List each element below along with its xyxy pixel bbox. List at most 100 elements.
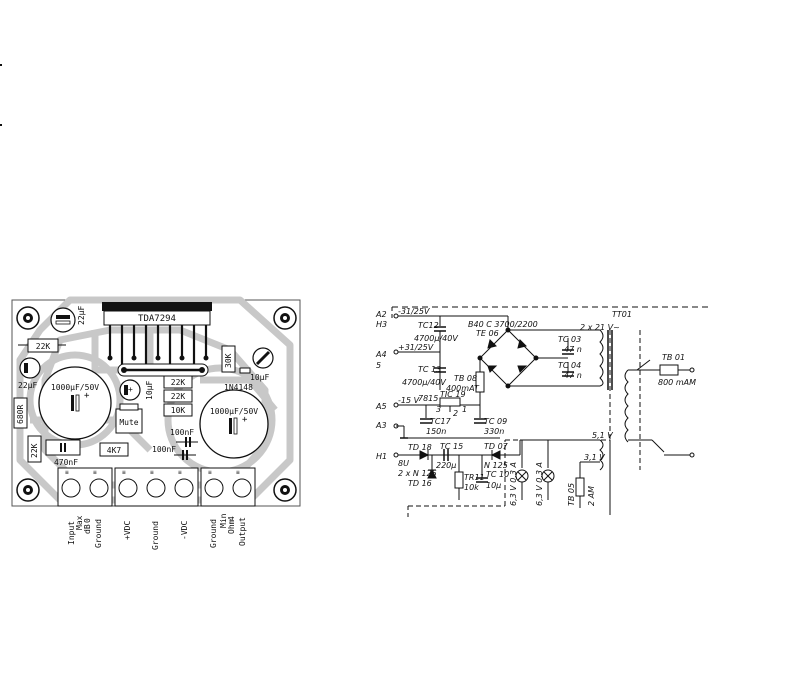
svg-text:≡: ≡ xyxy=(65,469,69,476)
cap-22uf-left: 22µF xyxy=(18,357,41,390)
edge-marks xyxy=(0,64,2,126)
tc09-label: TC 09 xyxy=(484,417,507,426)
n125-label: N 125 xyxy=(484,461,508,470)
ic-label: TDA7294 xyxy=(138,314,176,324)
rail-label: -31/25V xyxy=(398,307,430,316)
diode-1n4148: 1N4148 xyxy=(224,367,253,392)
lamp-label: 6,3 V 0,3 A xyxy=(509,462,518,506)
tc09-value: 330n xyxy=(484,427,504,436)
tc17-value: 150n xyxy=(426,427,446,436)
svg-text:≡: ≡ xyxy=(93,469,97,476)
resistor-30k: 30K xyxy=(221,345,236,373)
terminal-blocks: ≡ ≡ ≡ ≡ ≡ ≡ ≡ xyxy=(57,467,256,507)
mute-label: Mute xyxy=(119,418,138,427)
cap-1000uf-right: 1000µF/50V + xyxy=(199,389,269,459)
terminal-label: Ohm xyxy=(227,519,236,534)
node-label: 5 xyxy=(376,361,381,370)
schematic-labels: TT01 A2 H3 A4 5 A5 A3 H1 -31/25V +31/25V… xyxy=(375,307,696,506)
svg-text:≡: ≡ xyxy=(150,469,154,476)
cap-label: 10µF xyxy=(145,381,154,400)
terminal-label: Min xyxy=(219,513,228,528)
svg-text:≡: ≡ xyxy=(208,469,212,476)
bridge-ref: TE 06 xyxy=(476,329,499,338)
node-label: A5 xyxy=(375,402,387,411)
tc10-label: TC 10 xyxy=(486,470,509,479)
cap-10uf-mid: + 10µF xyxy=(119,379,154,401)
cap-label: 470nF xyxy=(54,458,78,467)
svg-text:+: + xyxy=(84,391,90,401)
cap-label: 22µF xyxy=(77,306,86,325)
tic-label: TIC 19 xyxy=(440,390,466,399)
node-label: H3 xyxy=(376,320,387,329)
tr11-label: TR11 xyxy=(464,473,485,482)
tb01-label: TB 01 xyxy=(662,353,685,362)
tc13-value: 4700µ/40V xyxy=(402,378,446,387)
tc17-label: TC17 xyxy=(430,417,452,426)
terminal-label: Max xyxy=(75,515,84,530)
svg-text:≡: ≡ xyxy=(236,469,240,476)
cap-label: 100nF xyxy=(170,428,194,437)
cap-label: 22µF xyxy=(18,381,37,390)
tc13-label: TC 13 xyxy=(418,365,441,374)
node-label: A3 xyxy=(375,421,387,430)
terminal-label: dB xyxy=(83,524,92,534)
cap-22uf-top: 22µF xyxy=(50,306,86,333)
bridge-label: B40 C 3700/2200 xyxy=(468,320,538,329)
svg-text:+: + xyxy=(128,385,133,394)
pin-label: 2 xyxy=(453,409,458,418)
td16-label: TD 16 xyxy=(408,479,432,488)
tb08-value: 400mAT xyxy=(446,384,480,393)
tr11-value: 10k xyxy=(464,483,479,492)
resistor-22k-1: 22K xyxy=(18,338,66,353)
resistor-680r: 680R xyxy=(13,397,28,429)
tc04-label: TC 04 xyxy=(558,361,581,370)
diode-label: 1N4148 xyxy=(224,383,253,392)
terminal-label: Ground xyxy=(94,519,103,548)
resistor-label: 30K xyxy=(224,353,233,368)
terminal-label: 4 xyxy=(227,516,236,521)
rail-label: -15 V xyxy=(398,396,420,405)
resistor-22k-vert: 22K xyxy=(27,435,42,463)
regulator-label: 7815 xyxy=(418,394,438,403)
transformer-label: TT01 xyxy=(612,310,632,319)
tc04-value: 47 n xyxy=(564,371,582,380)
rail-label: +31/25V xyxy=(398,343,434,352)
terminal-label: Output xyxy=(238,517,247,546)
tb05-value: 2 AM xyxy=(587,486,596,506)
tc10-value: 10µ xyxy=(486,481,501,490)
lamp-label: 6,3 V 0,3 A xyxy=(535,462,544,506)
secondary-label: 2 x 21 V~ xyxy=(580,323,620,332)
terminal-label: 0 xyxy=(83,518,92,523)
tb05-label: TB 05 xyxy=(567,483,576,506)
resistor-4k7: 4K7 xyxy=(99,442,129,457)
tc12-label: TC12 xyxy=(418,321,439,330)
cap-1000uf-left: 1000µF/50V + xyxy=(38,366,112,440)
resistor-label: 22K xyxy=(171,378,186,387)
terminal-label: -VDC xyxy=(180,521,189,540)
secondary-label: 3,1 V xyxy=(584,453,605,462)
resistor-label: 22K xyxy=(36,342,51,351)
resistor-label: 22K xyxy=(171,392,186,401)
eu-label: 8U xyxy=(398,459,409,468)
ic-tda7294: TDA7294 xyxy=(102,302,212,372)
node-label: A2 xyxy=(375,310,387,319)
n125x2-label: 2 x N 125 xyxy=(398,469,437,478)
mounting-holes xyxy=(16,306,297,502)
tb08-label: TB 08 xyxy=(454,374,477,383)
terminal-label: +VDC xyxy=(123,521,132,540)
svg-text:≡: ≡ xyxy=(122,469,126,476)
svg-text:≡: ≡ xyxy=(178,469,182,476)
terminal-label: Ground xyxy=(209,519,218,548)
resistor-label: 680R xyxy=(16,405,25,424)
tb01-value: 800 mAM xyxy=(658,378,696,387)
mute-switch: Mute xyxy=(115,403,143,434)
tc03-label: TC 03 xyxy=(558,335,581,344)
cap-label: 1000µF/50V xyxy=(210,407,258,416)
cap-label: 10µF xyxy=(250,373,269,382)
terminal-labels: Input Max 0 dB Ground +VDC Ground -VDC G… xyxy=(67,513,247,550)
wire-link xyxy=(117,363,209,377)
td18-label: TD 18 xyxy=(408,443,432,452)
pin-label: 3 xyxy=(436,405,441,414)
secondary-label: 5,1 V xyxy=(592,431,613,440)
resistor-stack: 22K 22K 10K xyxy=(163,375,193,417)
